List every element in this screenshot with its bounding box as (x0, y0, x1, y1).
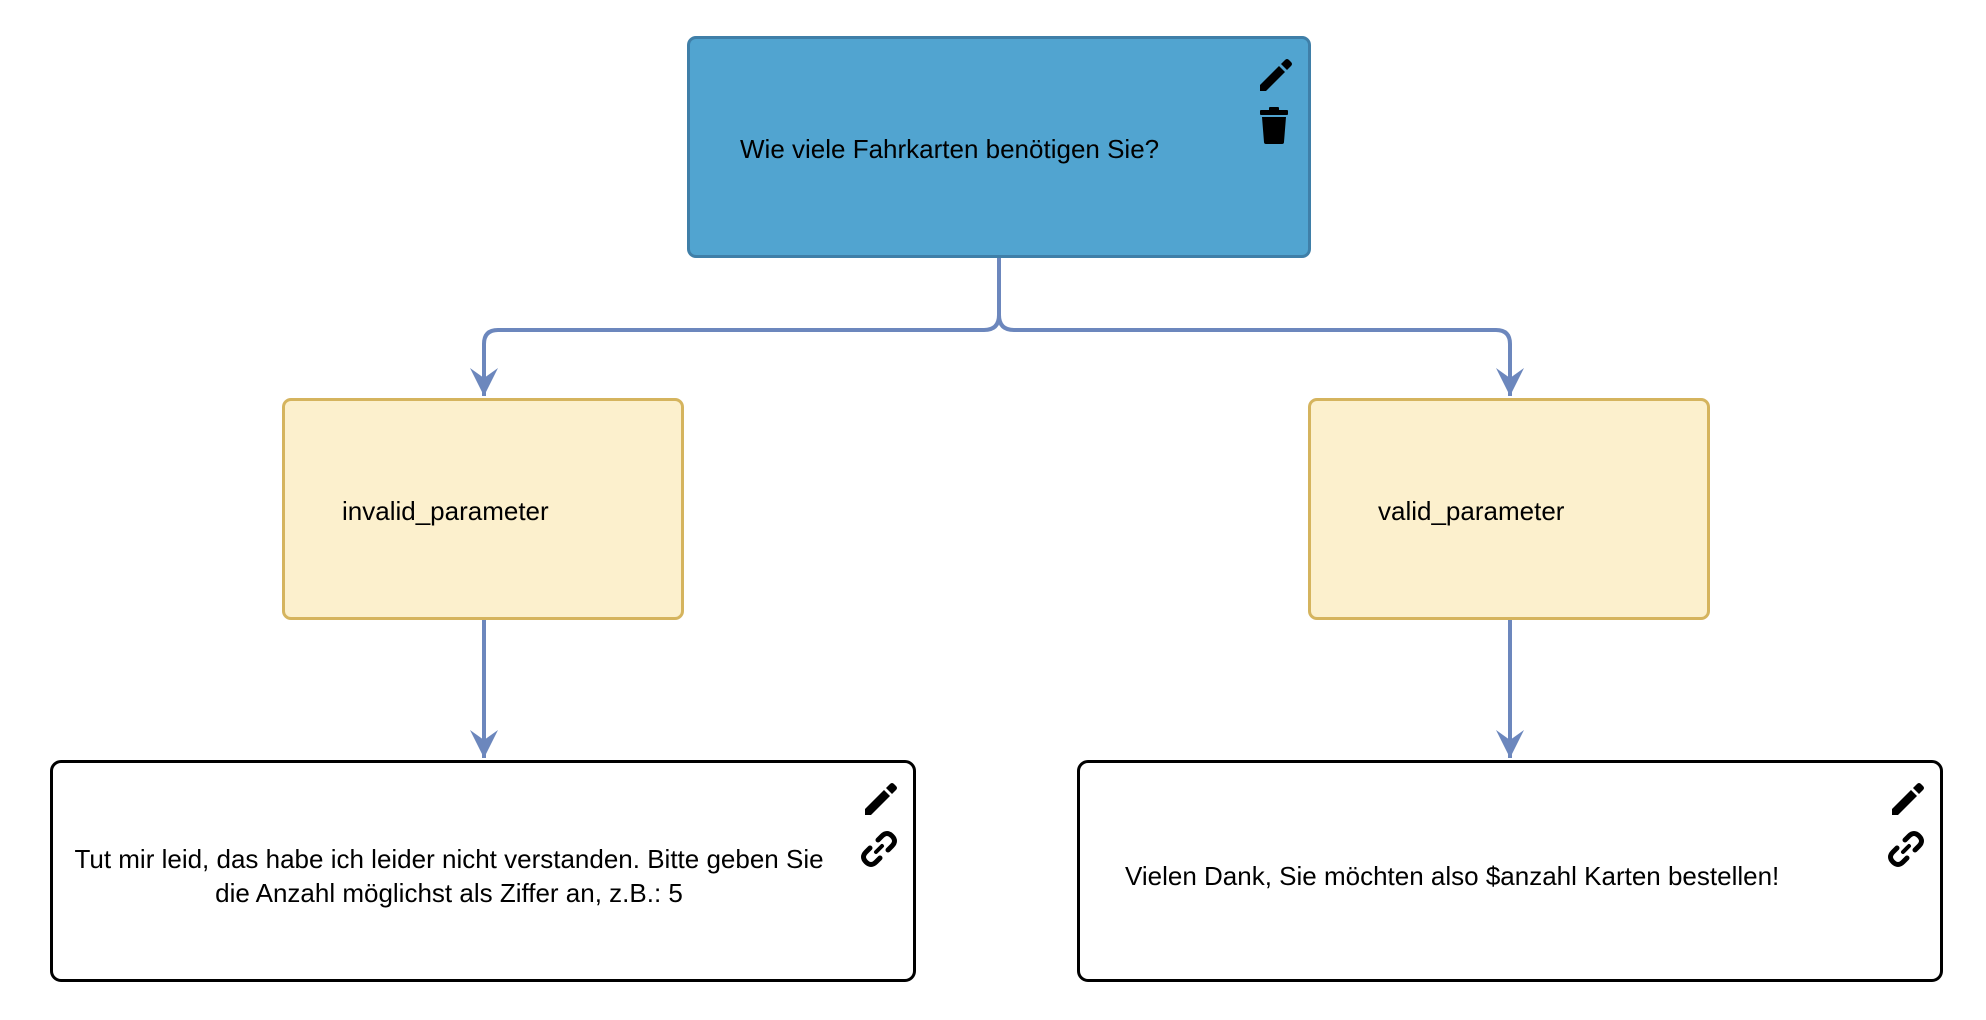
link-icon[interactable] (859, 829, 899, 869)
intent-label: invalid_parameter (342, 496, 549, 526)
edit-icon[interactable] (1254, 55, 1294, 95)
delete-icon[interactable] (1254, 105, 1294, 145)
edge-question-to-invalid-parameter (482, 258, 1001, 396)
question-node[interactable]: Wie viele Fahrkarten benötigen Sie? (687, 36, 1311, 258)
edit-icon[interactable] (1886, 779, 1926, 819)
answer-node-valid[interactable]: Vielen Dank, Sie möchten also $anzahl Ka… (1077, 760, 1943, 982)
intent-node-invalid-parameter[interactable]: invalid_parameter (282, 398, 684, 620)
arrowhead-icon (1496, 368, 1524, 396)
arrowhead-icon (470, 730, 498, 758)
edit-icon[interactable] (859, 779, 899, 819)
arrowhead-icon (470, 368, 498, 396)
edge-question-to-valid-parameter (997, 258, 1512, 396)
question-text: Wie viele Fahrkarten benötigen Sie? (740, 134, 1160, 164)
intent-label: valid_parameter (1378, 496, 1565, 526)
link-icon[interactable] (1886, 829, 1926, 869)
answer-text: Vielen Dank, Sie möchten also $anzahl Ka… (1125, 861, 1780, 891)
answer-text: Tut mir leid, das habe ich leider nicht … (74, 844, 824, 908)
answer-node-invalid[interactable]: Tut mir leid, das habe ich leider nicht … (50, 760, 916, 982)
arrowhead-icon (1496, 730, 1524, 758)
intent-node-valid-parameter[interactable]: valid_parameter (1308, 398, 1710, 620)
